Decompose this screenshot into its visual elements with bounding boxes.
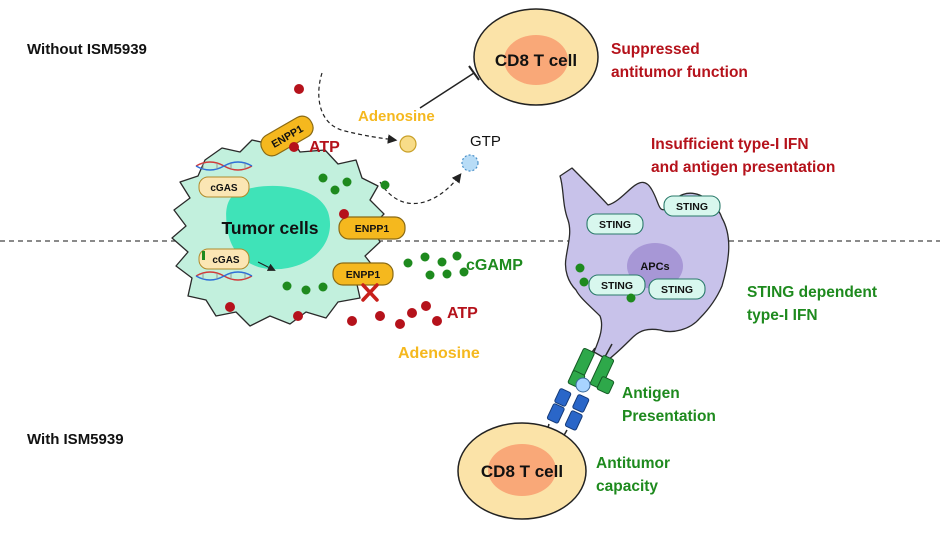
sting-label-1: STING	[676, 201, 708, 213]
insufficient-line1: Insufficient type-I IFN	[651, 136, 809, 153]
sting-badge-2: STING	[586, 213, 644, 235]
cd8-bottom-label: CD8 T cell	[481, 462, 563, 481]
gtp-label: GTP	[470, 133, 501, 150]
cgamp-label: cGAMP	[466, 257, 523, 274]
cgas-badge-top: cGAS	[198, 176, 250, 198]
without-label: Without ISM5939	[27, 41, 147, 58]
cgas-label-top: cGAS	[210, 183, 238, 194]
cgas-to-cgamp-arrow	[257, 261, 276, 271]
sting-dependent-line1: STING dependent	[747, 284, 877, 301]
apc-cgamp-dots	[575, 263, 636, 303]
cgas-badge-bottom: cGAS	[198, 248, 250, 270]
sting-badge-3: STING	[588, 274, 646, 296]
enpp1-badge-b: ENPP1	[338, 216, 406, 240]
gtp-dot	[461, 154, 479, 172]
sting-label-3: STING	[601, 280, 633, 292]
adenosine-bottom-label: Adenosine	[398, 345, 480, 362]
adenosine-top-label: Adenosine	[358, 108, 435, 125]
cgamp-dots	[282, 173, 469, 295]
antigen-line1: Antigen	[622, 385, 680, 402]
atp-top-label: ATP	[309, 139, 340, 156]
dna-helix-bottom	[195, 271, 253, 281]
atp-dots	[225, 84, 442, 329]
sting-label-2: STING	[599, 219, 631, 231]
sting-dependent-line2: type-I IFN	[747, 307, 818, 324]
atp-to-adenosine-arrow	[318, 72, 398, 144]
enpp1-label-b: ENPP1	[355, 223, 390, 235]
cgas-label-bottom: cGAS	[212, 255, 240, 266]
inhibition-line	[419, 72, 475, 109]
tumor-cells-label: Tumor cells	[222, 218, 319, 238]
with-label: With ISM5939	[27, 431, 124, 448]
dna-helix-top	[195, 161, 253, 171]
adenosine-dot	[399, 135, 417, 153]
sting-badge-4: STING	[648, 278, 706, 300]
antitumor-line2: capacity	[596, 478, 658, 495]
sting-label-4: STING	[661, 284, 693, 296]
enpp1-badge-c: ENPP1	[332, 262, 394, 286]
antigen-line2: Presentation	[622, 408, 716, 425]
cd8-tcell-bottom: CD8 T cell	[457, 422, 587, 520]
atp-bottom-label: ATP	[447, 305, 478, 322]
tumor-nucleus	[226, 185, 331, 270]
suppressed-line2: antitumor function	[611, 64, 748, 81]
sting-badge-1: STING	[663, 195, 721, 217]
cd8-tcell-top: CD8 T cell	[473, 8, 599, 106]
cd8-top-label: CD8 T cell	[495, 51, 577, 70]
to-gtp-arrow	[379, 173, 462, 205]
suppressed-line1: Suppressed	[611, 41, 700, 58]
inhibition-x-icon	[361, 283, 379, 302]
insufficient-line2: and antigen presentation	[651, 159, 835, 176]
enpp1-label-c: ENPP1	[346, 269, 381, 281]
antitumor-line1: Antitumor	[596, 455, 670, 472]
apcs-label: APCs	[640, 261, 669, 273]
inhibition-bar	[468, 65, 480, 81]
